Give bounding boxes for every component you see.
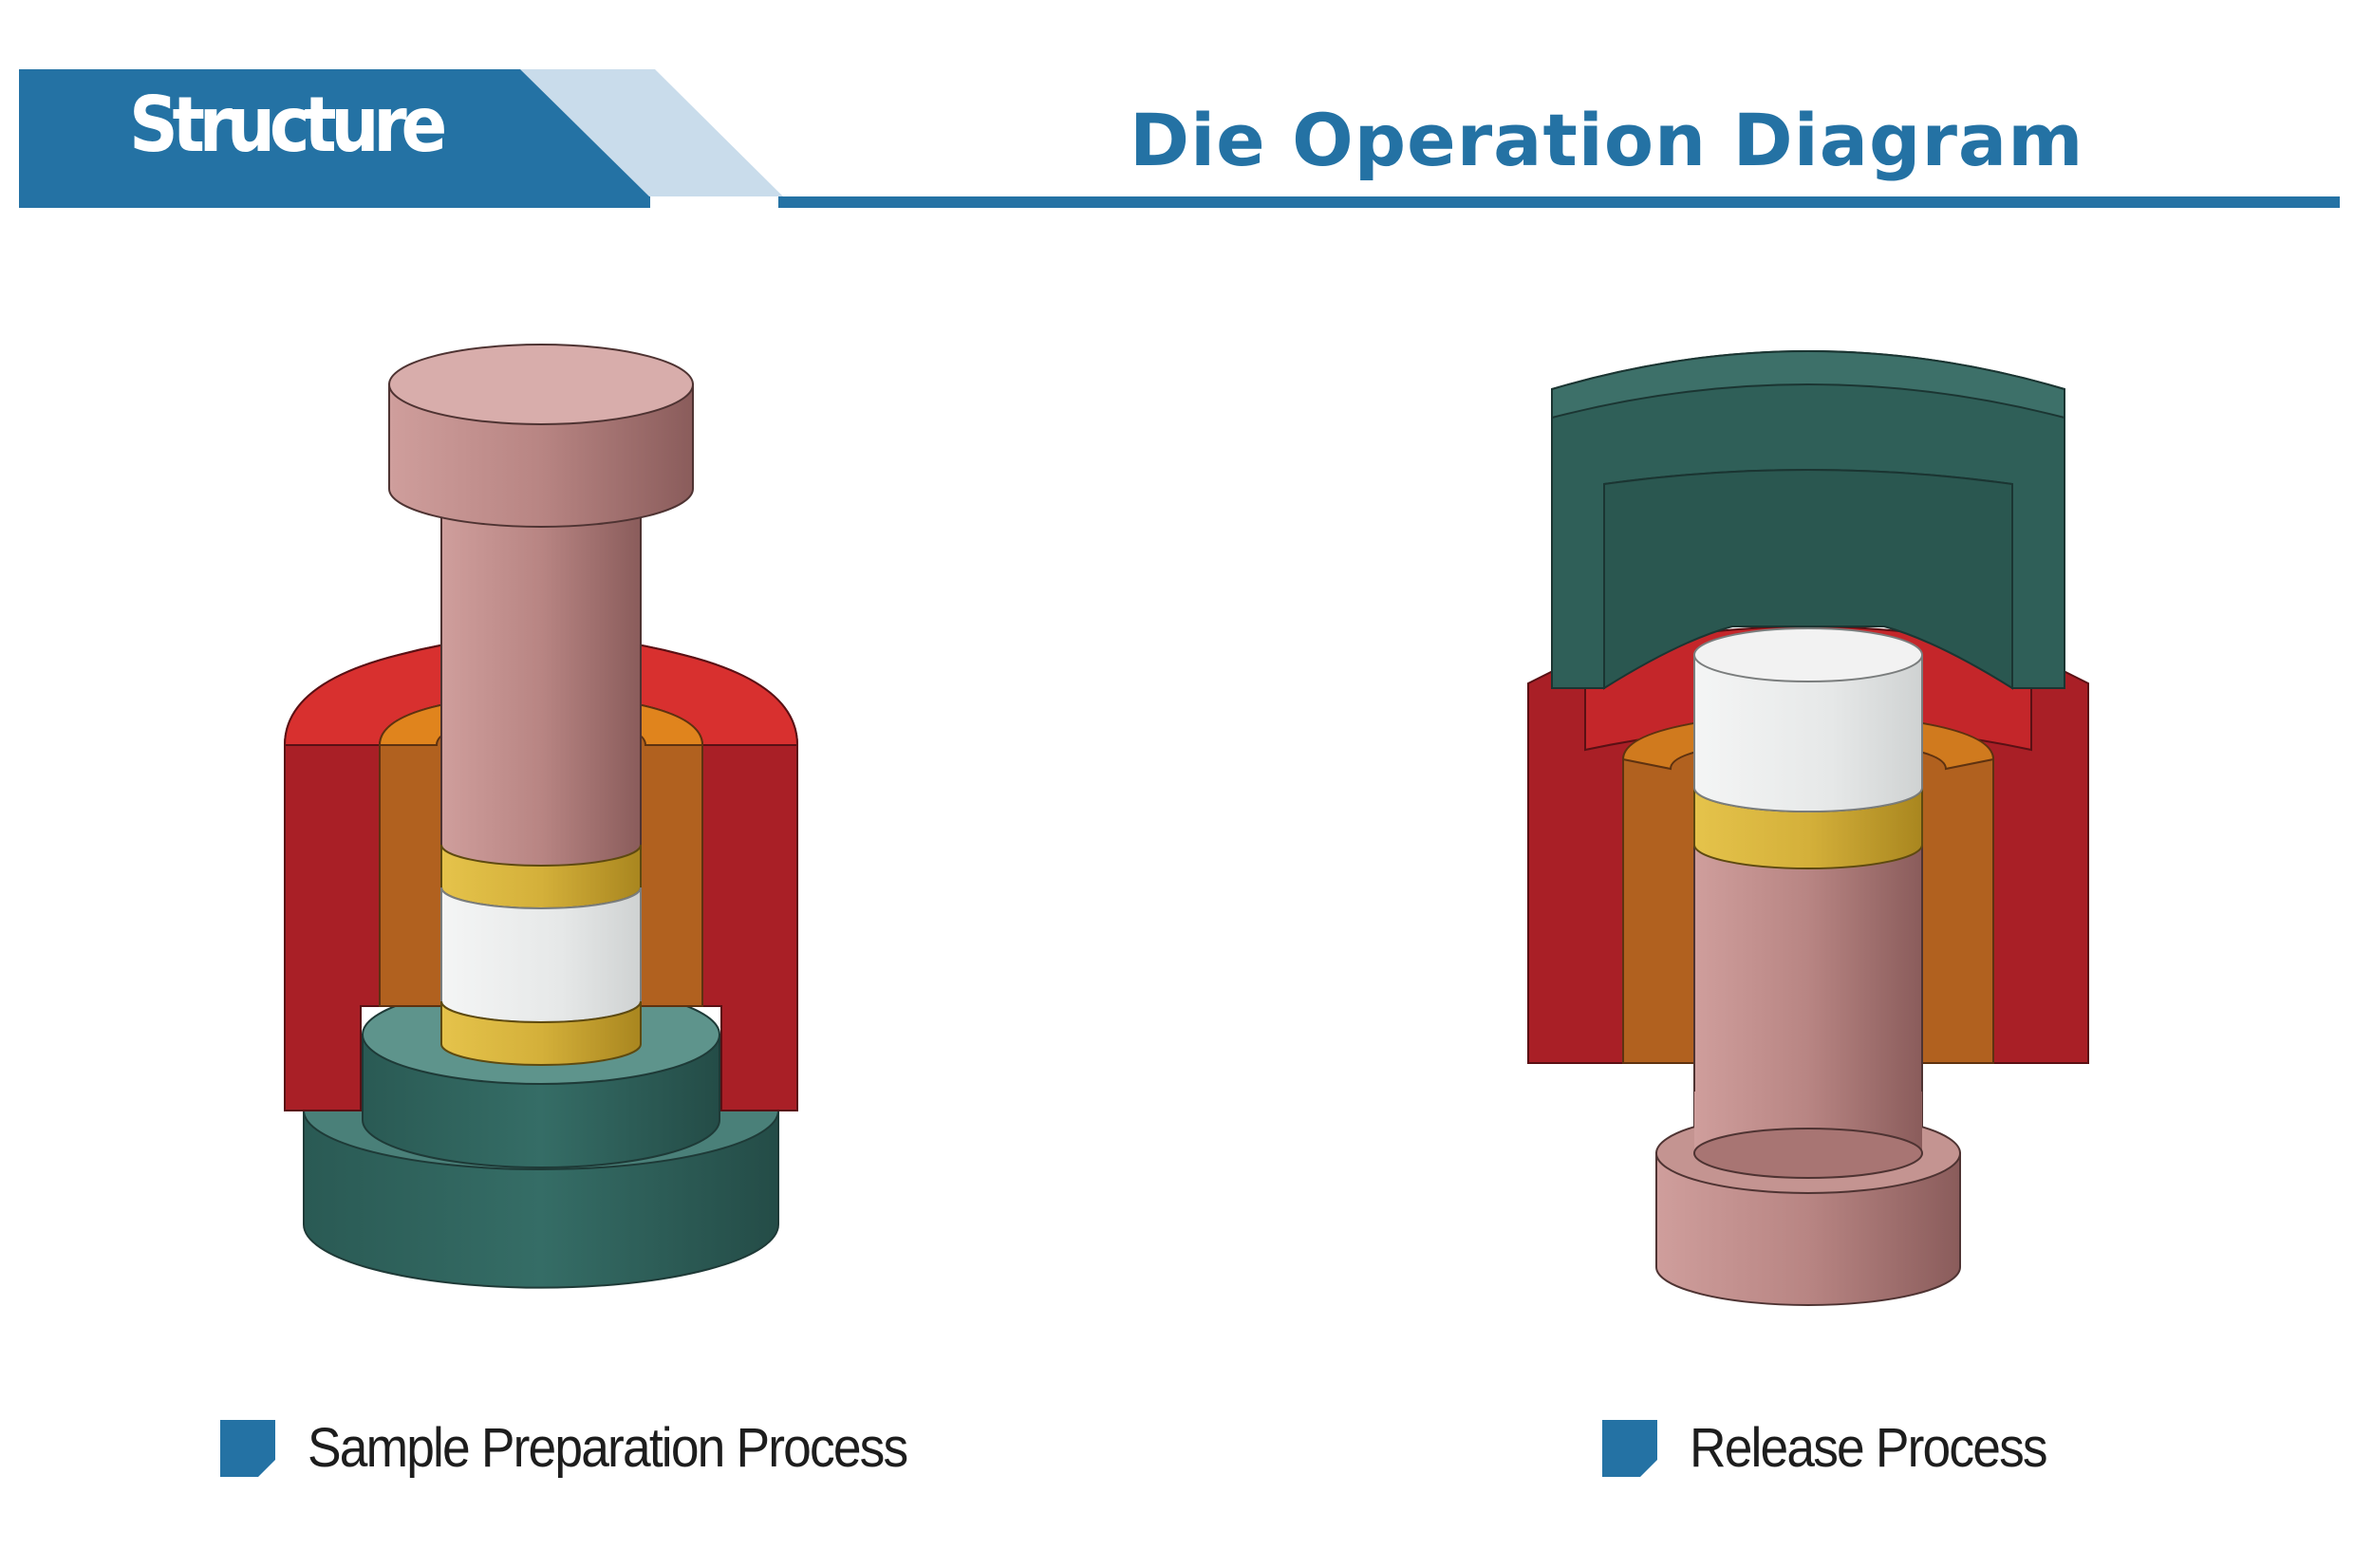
lower-punch-head — [1655, 1152, 1961, 1306]
caption-label: Release Process — [1690, 1417, 2048, 1479]
upper-punch-shaft — [440, 497, 642, 907]
powder-sample — [440, 887, 642, 1023]
page-title: Die Operation Diagram — [1130, 98, 2084, 182]
caption-marker-icon — [220, 1419, 275, 1477]
header-banner — [19, 69, 2340, 208]
caption-sample-preparation: Sample Preparation Process — [220, 1416, 959, 1480]
release-cap-inner — [1603, 469, 2013, 690]
upper-punch-face — [388, 344, 694, 425]
section-label: Structure — [129, 81, 447, 169]
lower-punch-neck-base — [1693, 1128, 1923, 1179]
released-sample — [1693, 654, 1923, 812]
released-sample-top — [1693, 627, 1923, 682]
release-cap-top — [1551, 350, 2065, 420]
release-diagram — [1527, 350, 2089, 1306]
header-rule — [778, 196, 2340, 208]
sample-preparation-diagram — [283, 344, 799, 1289]
caption-label: Sample Preparation Process — [308, 1417, 908, 1479]
lower-gasket — [440, 1000, 642, 1066]
header-dark-tab — [19, 69, 649, 196]
caption-marker-icon — [1602, 1419, 1657, 1477]
header-rule-left — [19, 196, 650, 208]
caption-release: Release Process — [1602, 1416, 2077, 1480]
header-light-tab — [517, 69, 783, 196]
